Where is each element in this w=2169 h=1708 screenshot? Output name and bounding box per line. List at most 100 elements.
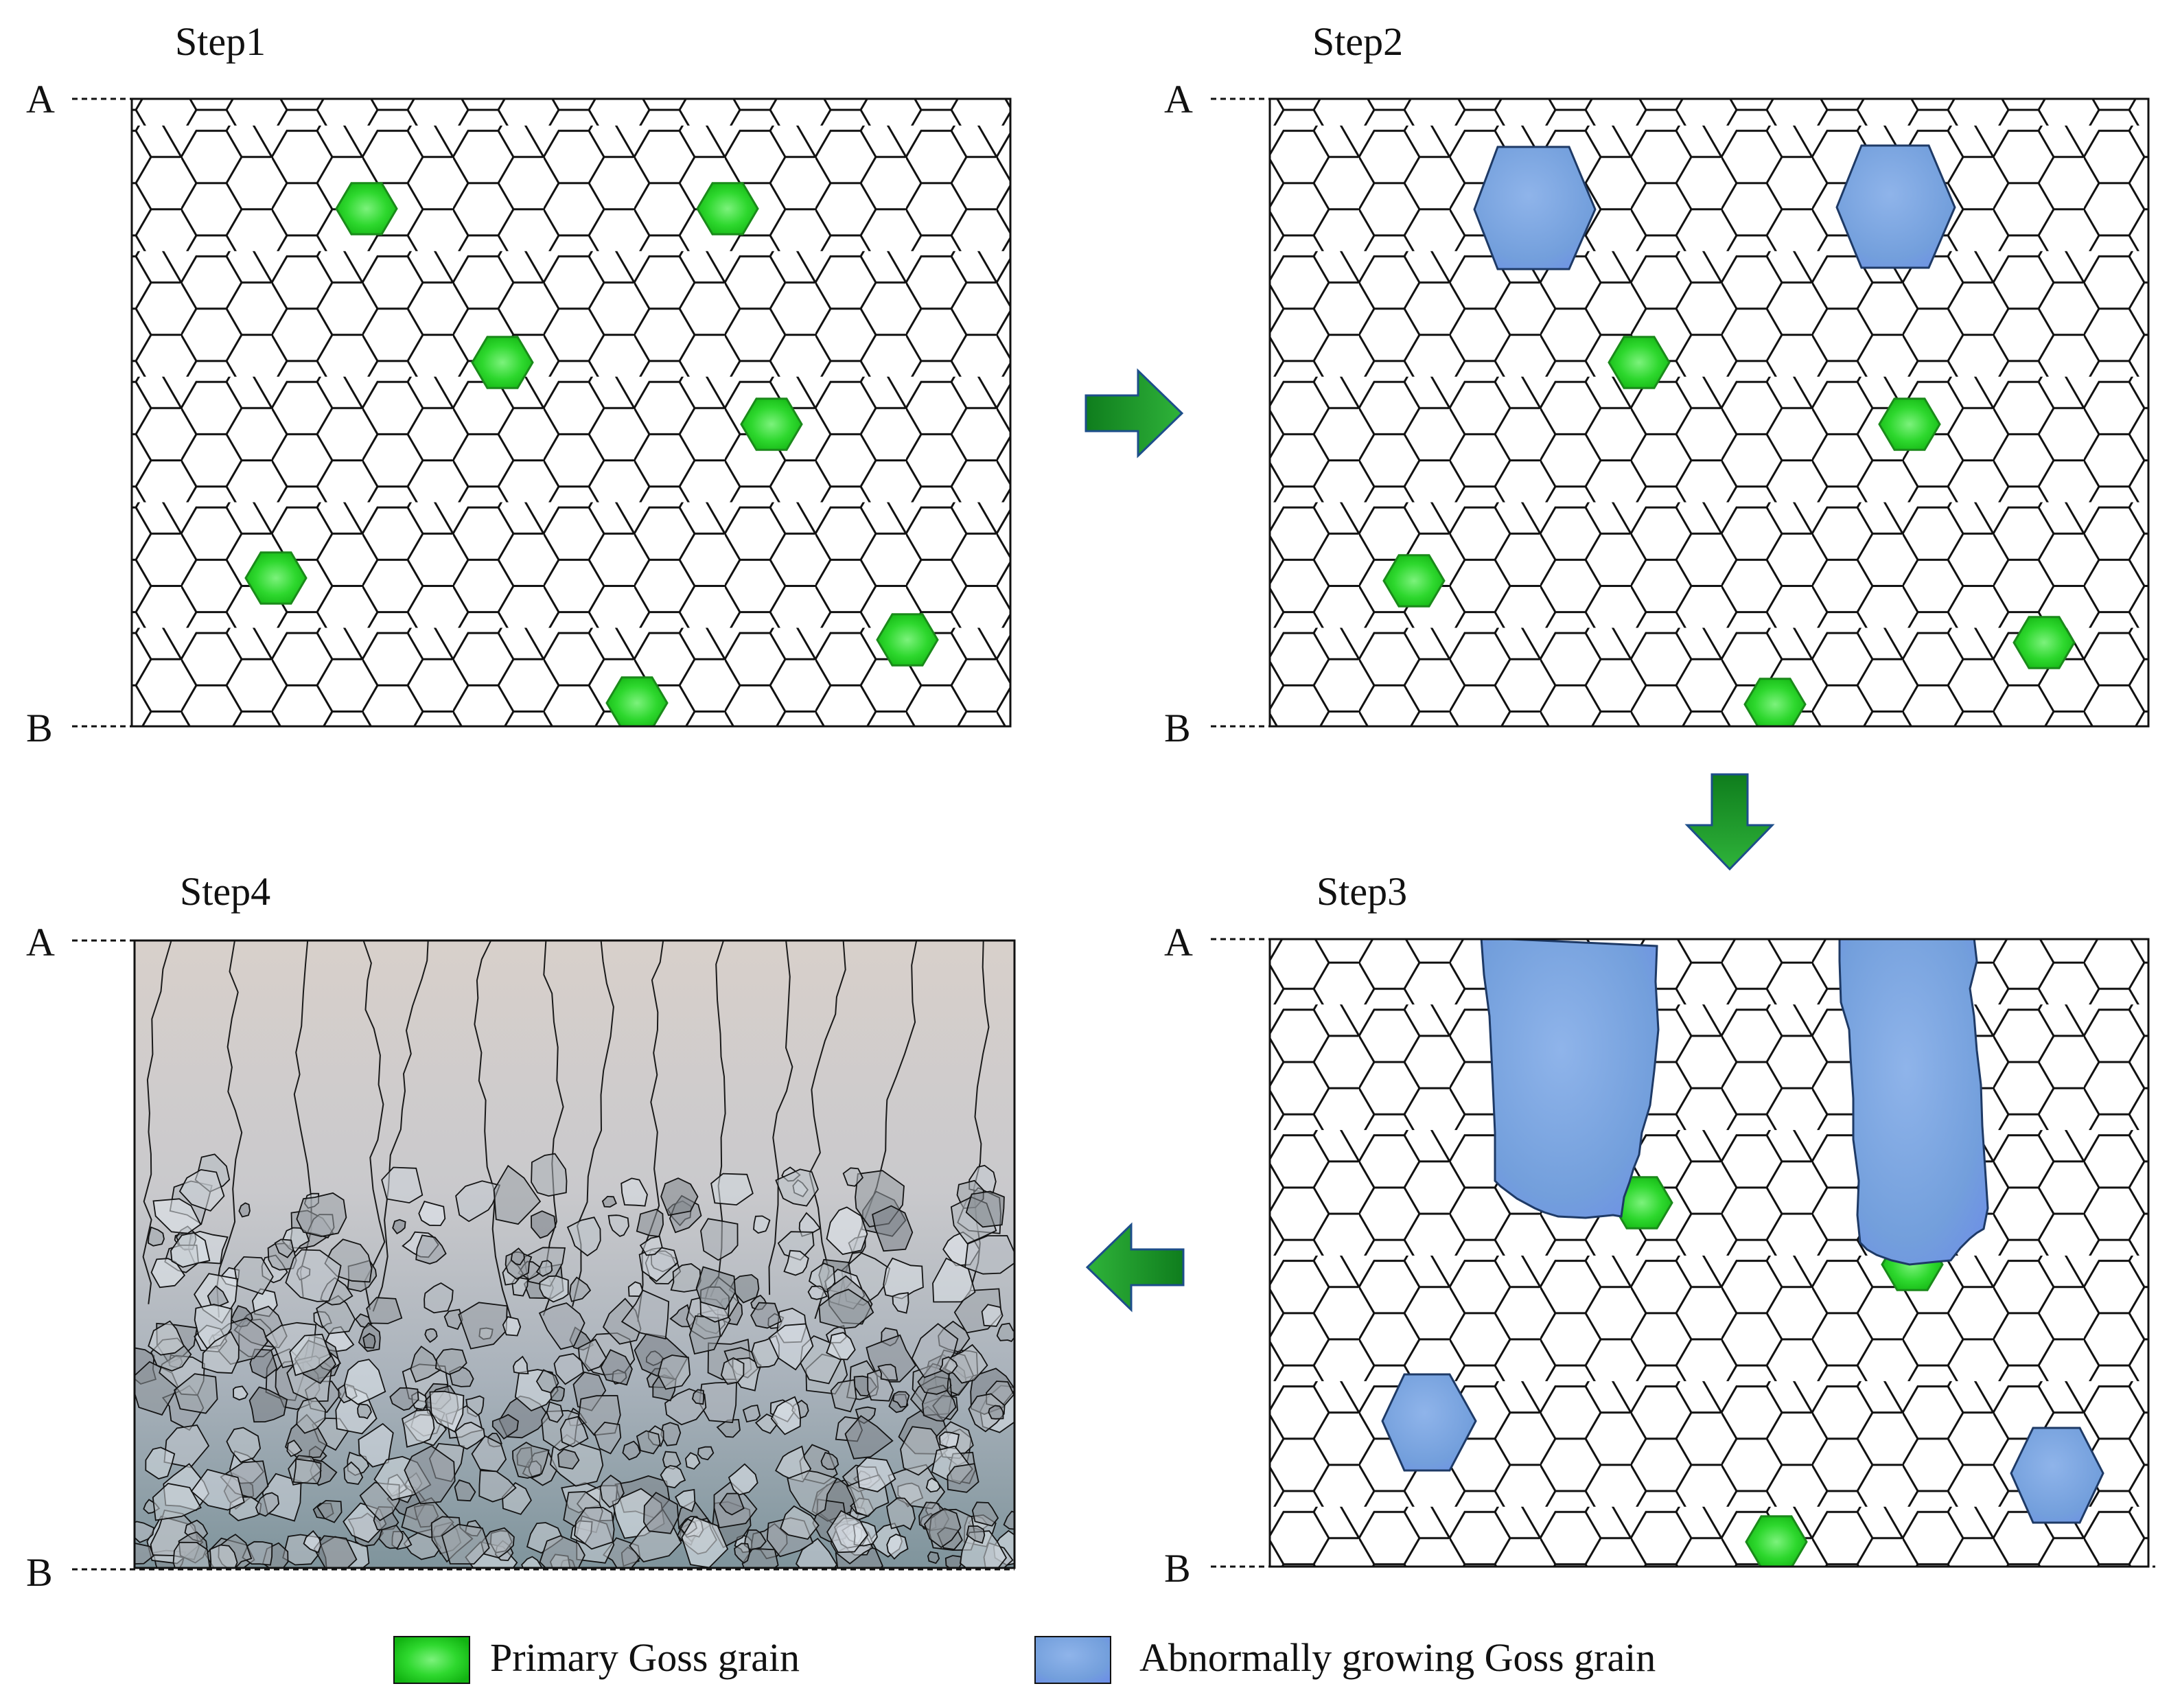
step1-hex-grid [132, 99, 1010, 726]
step4-equiaxed-grain [877, 1363, 898, 1381]
right-arrow-icon [1084, 368, 1184, 459]
step3-abnormal-grain [2010, 1427, 2104, 1524]
left-arrow-icon [1085, 1222, 1185, 1313]
step4-equiaxed-grain [856, 1457, 896, 1492]
step4-columnar-boundary [362, 940, 386, 1310]
step3-label-b: B [1164, 1546, 1191, 1591]
step4-equiaxed-grain [233, 1256, 274, 1295]
primary-goss-label: Primary Goss grain [490, 1635, 800, 1680]
step4-equiaxed-grain [135, 1543, 154, 1565]
step4-equiaxed-grain [807, 1285, 828, 1300]
step4-equiaxed-grain [594, 1421, 622, 1455]
step4-equiaxed-grain [274, 1238, 294, 1258]
step4-equiaxed-grain [424, 1328, 438, 1343]
step4-columnar-boundary [768, 940, 793, 1295]
step4-equiaxed-grain [660, 1177, 699, 1216]
abnormal-goss-label: Abnormally growing Goss grain [1139, 1635, 1656, 1680]
step4-equiaxed-grain [734, 1543, 750, 1564]
step4-equiaxed-grain [923, 1508, 962, 1549]
legend: Primary Goss grain Abnormally growing Go… [393, 1635, 1656, 1684]
step4-equiaxed-grain [728, 1463, 758, 1496]
step4-equiaxed-grain [826, 1332, 856, 1361]
step4-equiaxed-grain [710, 1173, 754, 1206]
step4-equiaxed-grain [697, 1446, 715, 1461]
step4-equiaxed-grain [601, 1195, 617, 1208]
step4-equiaxed-grain [826, 1206, 868, 1256]
step4-equiaxed-grain [826, 1510, 869, 1554]
step1-primary-goss-grain [876, 613, 939, 667]
step2-primary-grains [1382, 336, 2076, 726]
step1-primary-goss-grain [696, 182, 759, 235]
step4-equiaxed-grain [600, 1349, 633, 1386]
step4-equiaxed-grain [255, 1492, 280, 1517]
step1-primary-goss-grain [471, 336, 534, 389]
step4-equiaxed-grain [964, 1235, 1014, 1275]
step2-abnormal-grain [1473, 146, 1597, 270]
step2-primary-goss-grain [1878, 397, 1941, 451]
step4-equiaxed-grain [424, 1282, 454, 1314]
step1-label-a: A [26, 77, 55, 122]
step4-equiaxed-grain [743, 1529, 767, 1551]
step4-equiaxed-grain [643, 1491, 680, 1534]
step4-equiaxed-grain [775, 1168, 819, 1207]
step4-equiaxed-grain [510, 1247, 525, 1266]
step2-panel: Step2 A B [1164, 19, 2150, 750]
step4-equiaxed-grain [830, 1378, 857, 1413]
step4-equiaxed-grain [478, 1470, 517, 1503]
step4-equiaxed-grain [362, 1332, 376, 1349]
step4-equiaxed-grain [454, 1479, 476, 1502]
step4-equiaxed-grain [392, 1219, 406, 1235]
step4-equiaxed-grain [842, 1167, 863, 1187]
step1-primary-grains [244, 182, 939, 726]
step4-equiaxed-grain [458, 1302, 508, 1350]
step4-equiaxed-grain [190, 1468, 245, 1511]
step4-title: Step4 [180, 869, 270, 914]
step4-equiaxed-grain [900, 1426, 949, 1476]
step4-panel: Step4 A B [26, 869, 1016, 1595]
step4-equiaxed-grain [531, 1153, 568, 1197]
step4-equiaxed-grain [502, 1316, 522, 1337]
step4-equiaxed-grain [636, 1430, 661, 1455]
step4-equiaxed-grain [574, 1506, 615, 1550]
step4-equiaxed-grain [303, 1530, 322, 1554]
step4-equiaxed-grain [599, 1474, 625, 1508]
step4-equiaxed-grain [343, 1359, 386, 1405]
step4-equiaxed-grain [638, 1247, 679, 1282]
step3-frame [1268, 938, 2150, 1568]
step4-equiaxed-grain [700, 1218, 739, 1261]
step2-primary-goss-grain [1608, 336, 1671, 389]
step4-equiaxed-grain [768, 1323, 814, 1371]
step4-equiaxed-grain [780, 1505, 820, 1540]
step4-equiaxed-grain [366, 1297, 403, 1324]
step4-equiaxed-grain [434, 1348, 467, 1375]
step4-equiaxed-grain [535, 1260, 553, 1278]
step4-equiaxed-grain [249, 1348, 278, 1379]
step4-equiaxed-grain [178, 1168, 225, 1212]
step2-hex-grid [1270, 99, 2148, 726]
step4-equiaxed-grain [316, 1499, 343, 1523]
step4-equiaxed-grain [410, 1346, 442, 1383]
step1-title: Step1 [175, 19, 266, 64]
step3-columnar-abnormal-grain [1480, 939, 1660, 1219]
step4-equiaxed-grain [892, 1292, 909, 1314]
step1-primary-goss-grain [740, 397, 803, 451]
step4-equiaxed-grain [808, 1262, 836, 1293]
step4-equiaxed-grain [538, 1302, 585, 1350]
step4-equiaxed-grain [770, 1396, 802, 1435]
step4-equiaxed-grain [966, 1525, 986, 1544]
step4-equiaxed-grain [415, 1234, 447, 1265]
step2-primary-goss-grain [1382, 554, 1446, 608]
step4-equiaxed-grain [947, 1463, 979, 1493]
step4-equiaxed-grain [546, 1401, 564, 1423]
step1-frame [130, 97, 1012, 728]
step4-equiaxed-grain [404, 1445, 456, 1505]
step4-equiaxed-grain [559, 1416, 589, 1448]
step2-frame [1268, 97, 2150, 728]
step4-equiaxed-grain [148, 1320, 185, 1356]
step2-primary-goss-grain [2013, 616, 2076, 669]
step4-equiaxed-grain [988, 1405, 1004, 1420]
step4-equiaxed-grain [968, 1393, 1006, 1433]
step4-equiaxed-grain [296, 1397, 326, 1434]
step4-label-b: B [26, 1550, 53, 1595]
